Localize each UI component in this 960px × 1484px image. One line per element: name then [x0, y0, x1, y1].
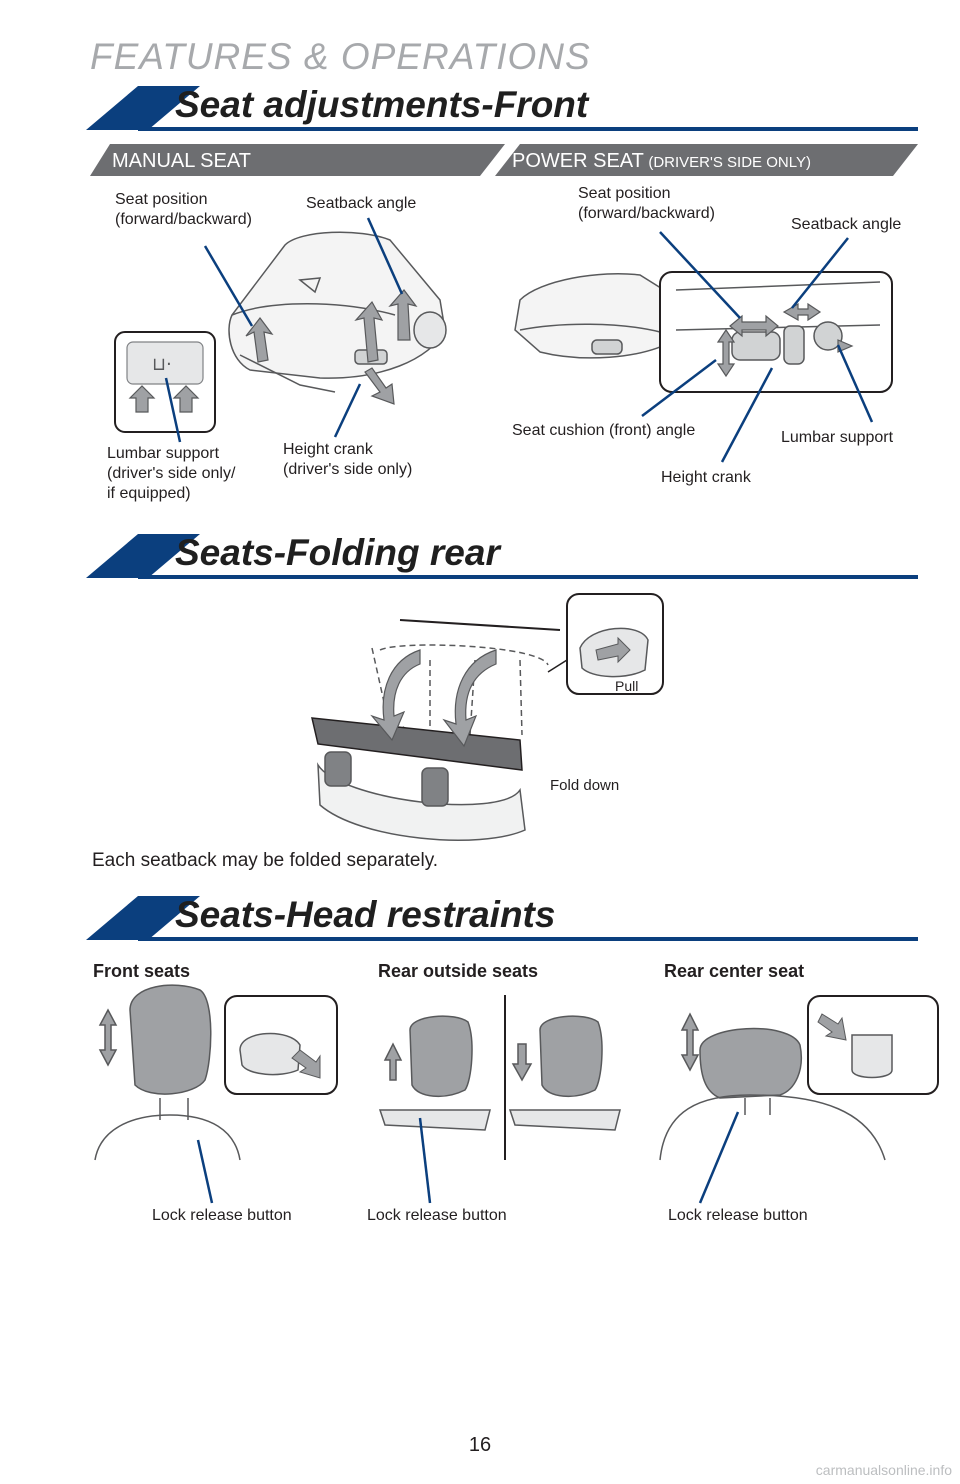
power-height-crank-label: Height crank [661, 469, 751, 486]
manual-seatback-angle-label: Seatback angle [306, 195, 417, 212]
front-headrest-illustration [94, 984, 241, 1161]
power-switch-panel [659, 271, 893, 393]
section-banner-front [86, 86, 918, 131]
power-lumbar-support-label: Lumbar support [781, 429, 894, 446]
manual-lumbar-support-label: Lumbar support (driver's side only/ if e… [107, 445, 236, 502]
power-seat-tab-sub: (DRIVER'S SIDE ONLY) [648, 154, 811, 171]
fold-arrows [370, 649, 497, 748]
power-seat-tab-label: POWER SEAT (DRIVER'S SIDE ONLY) [512, 150, 811, 173]
power-seat-position-label: Seat position (forward/backward) [578, 185, 715, 222]
manual-seat-tab [90, 144, 505, 176]
footer-site-watermark: carmanualsonline.info [815, 1462, 952, 1478]
section-banner-head [86, 896, 918, 941]
pull-label: Pull [615, 678, 639, 694]
manual-seat-arrows [128, 289, 418, 413]
page-number: 16 [468, 1434, 492, 1456]
section-title-rear: Seats-Folding rear [175, 532, 500, 573]
section-title-head: Seats-Head restraints [175, 894, 556, 935]
rear-center-seat-title: Rear center seat [664, 961, 805, 981]
manual-seat-tab-label: MANUAL SEAT [112, 150, 251, 172]
section-title-front: Seat adjustments-Front [175, 84, 589, 125]
manual-leader-lines [164, 217, 404, 443]
power-seat-arrows [716, 302, 854, 378]
fold-down-label: Fold down [550, 777, 620, 794]
manual-height-crank-label: Height crank (driver's side only) [283, 441, 413, 478]
power-leader-lines [641, 231, 874, 463]
head-leader-lines [196, 1111, 740, 1204]
power-seat-tab [495, 144, 918, 176]
manual-seat-illustration [228, 231, 447, 393]
power-seatback-angle-label: Seatback angle [791, 216, 902, 233]
page-header: FEATURES & OPERATIONS [90, 36, 591, 77]
power-cushion-angle-label: Seat cushion (front) angle [512, 422, 696, 439]
power-seat-illustration [514, 272, 681, 359]
rear-seat-illustration [311, 619, 561, 841]
section-banner-rear [86, 534, 918, 579]
front-seats-title: Front seats [93, 961, 191, 981]
rear-center-headrest-illustration [659, 1012, 886, 1161]
manual-seat-position-label: Seat position (forward/backward) [115, 191, 252, 228]
rear-outside-headrest-illustration [378, 995, 621, 1160]
power-switch-details [675, 281, 881, 365]
power-seat-tab-main: POWER SEAT [512, 150, 644, 172]
svg-text:⊔⋅: ⊔⋅ [152, 354, 172, 375]
rear-center-lock-release-label: Lock release button [668, 1207, 808, 1224]
fold-note: Each seatback may be folded separately. [92, 850, 439, 871]
rear-outside-seats-title: Rear outside seats [378, 961, 539, 981]
front-lock-release-label: Lock release button [152, 1207, 292, 1224]
rear-outside-lock-release-label: Lock release button [367, 1207, 507, 1224]
